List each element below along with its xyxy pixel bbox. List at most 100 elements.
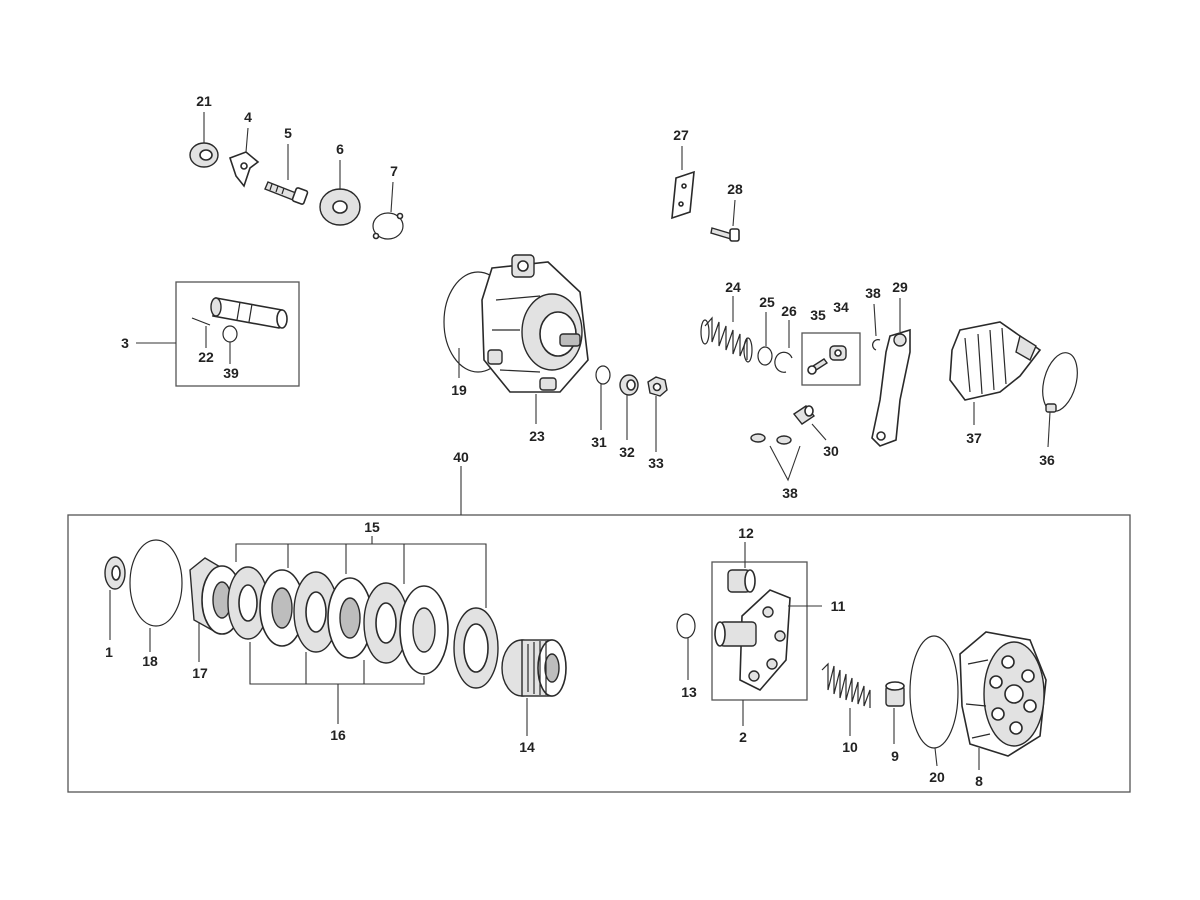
leader-36	[1047, 411, 1051, 448]
part-9-cap	[885, 681, 905, 707]
part-28-screw	[710, 227, 740, 242]
label-1: 1	[105, 644, 113, 660]
label-36: 36	[1039, 452, 1055, 468]
leader-38-bottom	[769, 445, 801, 482]
part-8-clutch-drum	[959, 631, 1047, 757]
label-32: 32	[619, 444, 635, 460]
part-6-cover-disc	[319, 188, 361, 226]
leader-28	[732, 199, 736, 227]
part-40-group-frame	[67, 514, 1131, 793]
label-8: 8	[975, 773, 983, 789]
label-38-bottom: 38	[782, 485, 798, 501]
part-2-shaft	[714, 621, 757, 647]
part-39-o-ring	[222, 325, 238, 343]
label-18: 18	[142, 653, 158, 669]
part-25-ring	[757, 346, 773, 366]
clutch-plate-5-hole	[339, 597, 361, 639]
label-25: 25	[759, 294, 775, 310]
part-2-group-frame	[711, 561, 808, 701]
label-6: 6	[336, 141, 344, 157]
label-12: 12	[738, 525, 754, 541]
part-37-boot	[949, 321, 1042, 401]
leader-lines	[109, 112, 1051, 770]
clutch-plate-3-hole	[271, 587, 293, 629]
part-5-bolt	[264, 181, 309, 205]
part-labels: 21 4 5 6 7 3 22 39 19 23 31 32 33 27 28 …	[105, 93, 1055, 789]
leader-30	[811, 423, 827, 441]
part-11-plate	[739, 589, 791, 691]
label-27: 27	[673, 127, 689, 143]
part-7-gasket	[372, 212, 404, 240]
label-20: 20	[929, 769, 945, 785]
clutch-plate-7-hole	[412, 607, 436, 653]
label-31: 31	[591, 434, 607, 450]
part-38-clips-bottom	[750, 433, 792, 445]
label-4: 4	[244, 109, 252, 125]
part-34-fitting	[829, 345, 847, 361]
part-23-housing	[481, 254, 589, 393]
label-39: 39	[223, 365, 239, 381]
clutch-plate-2-hole	[238, 584, 258, 622]
label-7: 7	[390, 163, 398, 179]
label-5: 5	[284, 125, 292, 141]
part-21-nut	[189, 142, 219, 168]
part-4-lever-plate	[228, 151, 260, 188]
part-32-washer	[619, 374, 639, 396]
label-16: 16	[330, 727, 346, 743]
part-18-ring	[129, 539, 183, 627]
part-27-bracket	[671, 170, 695, 220]
clutch-plate-4-hole	[305, 591, 327, 633]
leader-15	[235, 543, 487, 608]
leader-16	[249, 642, 425, 685]
part-29-lever-arm	[871, 328, 911, 447]
label-24: 24	[725, 279, 741, 295]
label-13: 13	[681, 684, 697, 700]
label-19: 19	[451, 382, 467, 398]
label-35: 35	[810, 307, 826, 323]
part-10-spring	[821, 662, 871, 708]
label-28: 28	[727, 181, 743, 197]
label-38-top: 38	[865, 285, 881, 301]
part-36-clamp	[1042, 352, 1078, 413]
label-40: 40	[453, 449, 469, 465]
part-22-pin	[191, 317, 211, 326]
clutch-plates	[201, 565, 499, 689]
part-33-nut	[647, 376, 668, 397]
label-17: 17	[192, 665, 208, 681]
part-26-circlip	[774, 351, 793, 373]
part-35-screw	[807, 358, 829, 375]
label-21: 21	[196, 93, 212, 109]
leader-38-top	[873, 303, 877, 337]
label-10: 10	[842, 739, 858, 755]
label-26: 26	[781, 303, 797, 319]
part-13-o-ring	[676, 613, 696, 639]
part-14-hub-gear	[501, 639, 567, 697]
label-2: 2	[739, 729, 747, 745]
label-11: 11	[831, 598, 846, 614]
part-1-seal	[104, 556, 126, 590]
part-31-ring	[595, 365, 611, 385]
label-15: 15	[364, 519, 380, 535]
part-3-shaft	[210, 297, 288, 329]
part-30-pin	[792, 405, 816, 425]
label-9: 9	[891, 748, 899, 764]
leader-20	[934, 747, 938, 767]
label-34: 34	[833, 299, 849, 315]
part-24-spring	[700, 316, 753, 363]
leader-4	[245, 127, 249, 153]
part-38-clip-top	[872, 339, 881, 351]
label-14: 14	[519, 739, 535, 755]
label-33: 33	[648, 455, 664, 471]
part-12-roller	[727, 569, 756, 593]
label-37: 37	[966, 430, 982, 446]
label-23: 23	[529, 428, 545, 444]
leader-7	[390, 181, 394, 213]
clutch-plate-8-hole	[463, 623, 489, 673]
label-22: 22	[198, 349, 214, 365]
label-3: 3	[121, 335, 129, 351]
label-29: 29	[892, 279, 908, 295]
label-30: 30	[823, 443, 839, 459]
part-3-group-frame	[175, 281, 300, 387]
part-34-35-group-frame	[801, 332, 861, 386]
